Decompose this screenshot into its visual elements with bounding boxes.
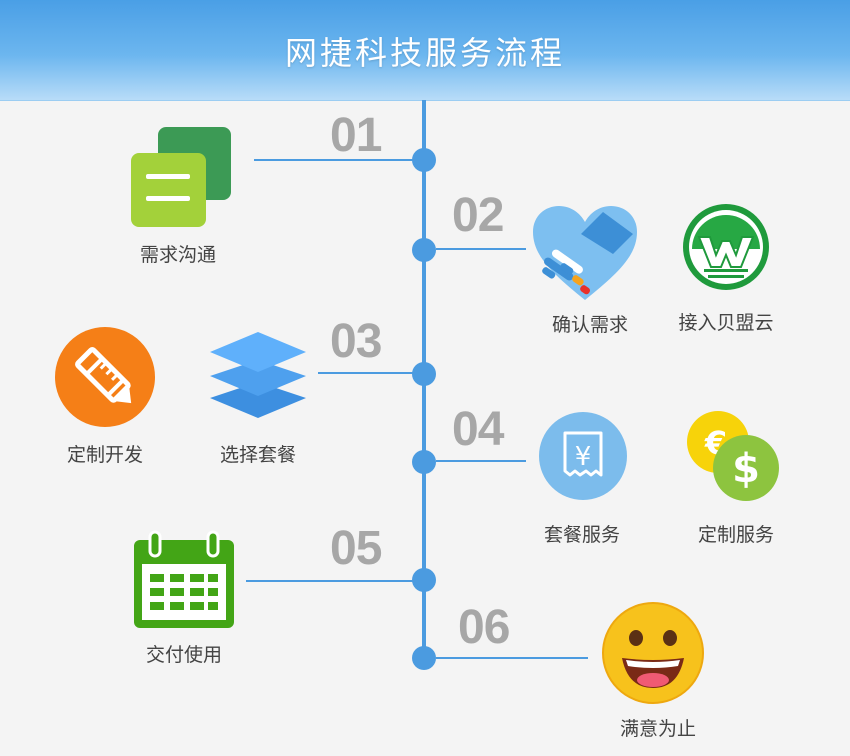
timeline-dot-02	[412, 238, 436, 262]
label-access-beimeng-cloud: 接入贝盟云	[678, 312, 774, 334]
header-banner: 网捷科技服务流程	[0, 0, 850, 101]
handshake-icon	[533, 204, 637, 308]
connector-04	[436, 460, 526, 462]
label-demand-communication: 需求沟通	[139, 244, 216, 266]
step-number-04: 04	[452, 403, 504, 456]
chat-icon	[130, 126, 232, 232]
yen-symbol: ¥	[575, 442, 592, 472]
beimeng-logo-icon	[682, 203, 770, 295]
connector-01	[254, 159, 414, 161]
timeline-dot-05	[412, 568, 436, 592]
yen-receipt-icon: ¥	[538, 411, 628, 505]
connector-06	[436, 657, 588, 659]
currency-coins-icon: € $	[686, 410, 780, 506]
step-number-06: 06	[458, 601, 510, 654]
label-package-service: 套餐服务	[543, 524, 620, 546]
label-confirm-demand: 确认需求	[551, 314, 628, 336]
label-custom-development: 定制开发	[66, 444, 143, 466]
step-number-01: 01	[330, 109, 382, 162]
dollar-symbol: $	[732, 446, 760, 492]
timeline-dot-01	[412, 148, 436, 172]
timeline-dot-04	[412, 450, 436, 474]
pencil-ruler-icon	[54, 326, 156, 432]
connector-05	[246, 580, 414, 582]
connector-02	[436, 248, 526, 250]
layers-icon	[208, 330, 308, 424]
label-custom-service: 定制服务	[697, 524, 774, 546]
step-number-05: 05	[330, 522, 382, 575]
calendar-icon	[132, 530, 236, 634]
label-select-package: 选择套餐	[219, 444, 296, 466]
timeline-dot-06	[412, 646, 436, 670]
label-delivery-use: 交付使用	[145, 644, 222, 666]
page-title: 网捷科技服务流程	[284, 34, 565, 72]
timeline-dot-03	[412, 362, 436, 386]
connector-03	[318, 372, 414, 374]
step-number-02: 02	[452, 189, 504, 242]
smiley-face-icon	[602, 602, 704, 708]
label-satisfaction: 满意为止	[619, 718, 696, 740]
step-number-03: 03	[330, 315, 382, 368]
